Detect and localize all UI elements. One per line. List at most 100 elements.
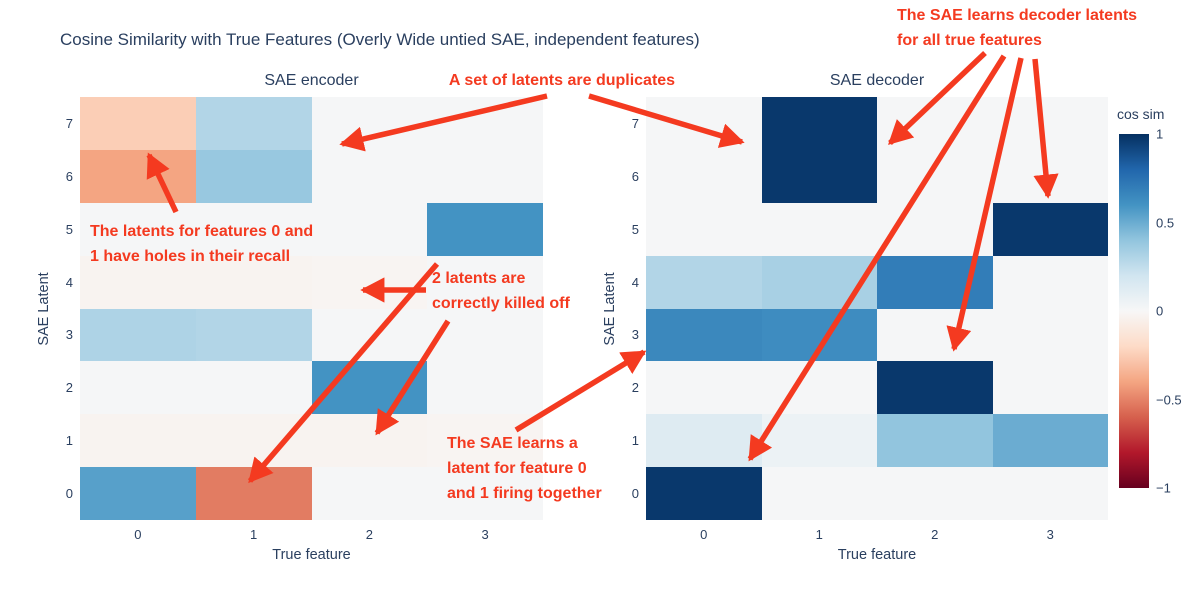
subplot-title-decoder: SAE decoder bbox=[829, 72, 925, 89]
encoder-cell-latent5-feature3 bbox=[427, 202, 543, 256]
encoder-cell-latent7-feature1 bbox=[195, 97, 312, 150]
decoder-xtick-1: 1 bbox=[815, 527, 823, 542]
decoder-cell-latent1-feature3 bbox=[992, 414, 1108, 468]
decoder-ytick-5: 5 bbox=[631, 221, 639, 237]
heatmap-decoder bbox=[646, 97, 1108, 520]
encoder-cell-latent2-feature0 bbox=[80, 361, 196, 415]
encoder-ytick-6: 6 bbox=[65, 168, 73, 184]
encoder-ytick-5: 5 bbox=[65, 221, 73, 237]
encoder-cell-latent3-feature0 bbox=[80, 308, 196, 362]
decoder-cell-latent7-feature1 bbox=[761, 97, 877, 150]
encoder-cell-latent3-feature2 bbox=[311, 308, 428, 362]
decoder-ytick-2: 2 bbox=[631, 380, 639, 396]
encoder-cell-latent1-feature1 bbox=[195, 414, 312, 468]
encoder-ytick-1: 1 bbox=[65, 433, 73, 449]
colorbar-tick-−1: −1 bbox=[1156, 480, 1171, 496]
decoder-cell-latent0-feature3 bbox=[992, 467, 1108, 520]
decoder-cell-latent1-feature1 bbox=[761, 414, 877, 468]
decoder-cell-latent6-feature1 bbox=[761, 149, 877, 203]
decoder-y-axis-title: SAE Latent bbox=[602, 271, 618, 346]
decoder-ytick-1: 1 bbox=[631, 433, 639, 449]
encoder-cell-latent1-feature2 bbox=[311, 414, 428, 468]
encoder-cell-latent3-feature3 bbox=[427, 308, 543, 362]
decoder-cell-latent5-feature0 bbox=[646, 202, 762, 256]
encoder-cell-latent0-feature0 bbox=[80, 467, 196, 520]
encoder-cell-latent6-feature2 bbox=[311, 149, 428, 203]
decoder-cell-latent2-feature3 bbox=[992, 361, 1108, 415]
encoder-cell-latent6-feature0 bbox=[80, 149, 196, 203]
encoder-ytick-2: 2 bbox=[65, 380, 73, 396]
decoder-xtick-2: 2 bbox=[931, 527, 939, 542]
decoder-cell-latent0-feature0 bbox=[646, 467, 762, 520]
decoder-ytick-0: 0 bbox=[631, 486, 639, 502]
encoder-xtick-2: 2 bbox=[365, 527, 373, 542]
encoder-ytick-4: 4 bbox=[65, 274, 73, 290]
encoder-cell-latent6-feature3 bbox=[427, 149, 543, 203]
encoder-cell-latent4-feature0 bbox=[80, 255, 196, 309]
encoder-cell-latent2-feature2 bbox=[311, 361, 428, 415]
encoder-cell-latent2-feature3 bbox=[427, 361, 543, 415]
subplot-title-encoder: SAE encoder bbox=[264, 72, 359, 89]
encoder-cell-latent7-feature0 bbox=[80, 97, 196, 150]
decoder-ytick-7: 7 bbox=[631, 115, 639, 131]
decoder-ytick-4: 4 bbox=[631, 274, 639, 290]
colorbar-tick-1: 1 bbox=[1156, 126, 1164, 142]
decoder-cell-latent3-feature2 bbox=[877, 308, 993, 362]
decoder-cell-latent4-feature1 bbox=[761, 255, 877, 309]
colorbar-tick-−0.5: −0.5 bbox=[1156, 392, 1182, 407]
encoder-ytick-0: 0 bbox=[65, 486, 73, 502]
decoder-cell-latent7-feature2 bbox=[877, 97, 993, 150]
encoder-cell-latent4-feature3 bbox=[427, 255, 543, 309]
encoder-cell-latent2-feature1 bbox=[195, 361, 312, 415]
encoder-cell-latent6-feature1 bbox=[195, 149, 312, 203]
decoder-xtick-0: 0 bbox=[700, 527, 708, 542]
encoder-cell-latent7-feature2 bbox=[311, 97, 428, 150]
decoder-cell-latent5-feature3 bbox=[992, 202, 1108, 256]
decoder-cell-latent7-feature3 bbox=[992, 97, 1108, 150]
encoder-ytick-7: 7 bbox=[65, 115, 73, 131]
encoder-xtick-3: 3 bbox=[481, 527, 489, 542]
decoder-cell-latent2-feature0 bbox=[646, 361, 762, 415]
decoder-cell-latent6-feature2 bbox=[877, 149, 993, 203]
decoder-cell-latent3-feature3 bbox=[992, 308, 1108, 362]
encoder-cell-latent4-feature2 bbox=[311, 255, 428, 309]
encoder-ytick-3: 3 bbox=[65, 327, 73, 343]
chart-title: Cosine Similarity with True Features (Ov… bbox=[60, 30, 700, 49]
decoder-cell-latent3-feature0 bbox=[646, 308, 762, 362]
decoder-xtick-3: 3 bbox=[1046, 527, 1054, 542]
encoder-cell-latent0-feature1 bbox=[195, 467, 312, 520]
colorbar-tick-0: 0 bbox=[1156, 303, 1164, 319]
encoder-cell-latent0-feature3 bbox=[427, 467, 543, 520]
decoder-cell-latent6-feature0 bbox=[646, 149, 762, 203]
decoder-cell-latent2-feature1 bbox=[761, 361, 877, 415]
annotation-together: The SAE learns a latent for feature 0 an… bbox=[447, 435, 602, 502]
decoder-ytick-3: 3 bbox=[631, 327, 639, 343]
decoder-cell-latent1-feature2 bbox=[877, 414, 993, 468]
colorbar-gradient bbox=[1119, 134, 1149, 488]
encoder-cell-latent0-feature2 bbox=[311, 467, 428, 520]
encoder-y-axis-title: SAE Latent bbox=[36, 271, 52, 346]
decoder-ytick-6: 6 bbox=[631, 168, 639, 184]
decoder-cell-latent2-feature2 bbox=[877, 361, 993, 415]
decoder-cell-latent0-feature1 bbox=[761, 467, 877, 520]
annotation-decoder-latents: The SAE learns decoder latents for all t… bbox=[897, 7, 1138, 49]
decoder-cell-latent1-feature0 bbox=[646, 414, 762, 468]
annotation-holes: The latents for features 0 and 1 have ho… bbox=[90, 223, 314, 265]
encoder-cell-latent1-feature0 bbox=[80, 414, 196, 468]
encoder-cell-latent5-feature2 bbox=[311, 202, 428, 256]
decoder-cell-latent4-feature3 bbox=[992, 255, 1108, 309]
decoder-x-axis-title: True feature bbox=[837, 547, 917, 563]
annotation-killed: 2 latents are correctly killed off bbox=[432, 270, 570, 312]
decoder-cell-latent6-feature3 bbox=[992, 149, 1108, 203]
encoder-cell-latent5-feature1 bbox=[195, 202, 312, 256]
encoder-xtick-1: 1 bbox=[250, 527, 258, 542]
decoder-cell-latent5-feature2 bbox=[877, 202, 993, 256]
annotation-duplicates: A set of latents are duplicates bbox=[448, 72, 676, 89]
colorbar-tick-0.5: 0.5 bbox=[1156, 215, 1175, 230]
decoder-cell-latent4-feature2 bbox=[877, 255, 993, 309]
decoder-cell-latent4-feature0 bbox=[646, 255, 762, 309]
decoder-cell-latent0-feature2 bbox=[877, 467, 993, 520]
encoder-x-axis-title: True feature bbox=[272, 547, 351, 563]
encoder-xtick-0: 0 bbox=[134, 527, 142, 542]
